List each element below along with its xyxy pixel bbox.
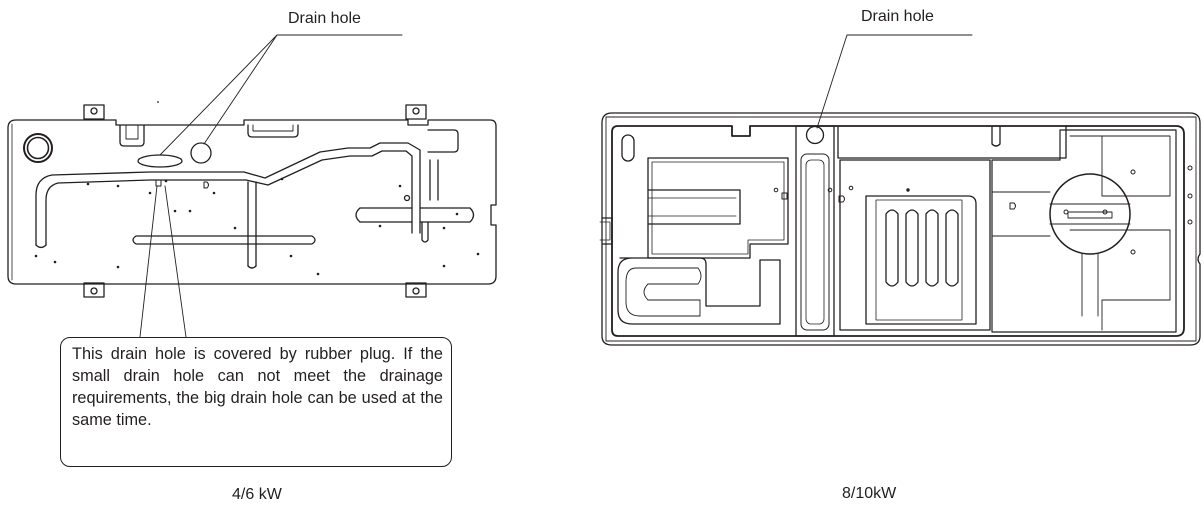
left-unit-caption: 4/6 kW [232,486,282,503]
right-ribs [885,209,959,287]
left-drain-hole-label: Drain hole [288,10,361,27]
left-chassis [7,34,497,338]
left-mounting-tabs [83,104,427,298]
right-drain-hole-label: Drain hole [861,8,934,25]
left-drain-leader [159,34,403,156]
right-drain-leader [816,34,973,129]
right-unit-caption: 8/10kW [842,485,897,502]
right-chassis-outline [601,112,1201,346]
left-chassis-outline [7,119,497,285]
right-chassis [599,34,1201,346]
drain-note-callout: This drain hole is covered by rubber plu… [60,337,452,467]
